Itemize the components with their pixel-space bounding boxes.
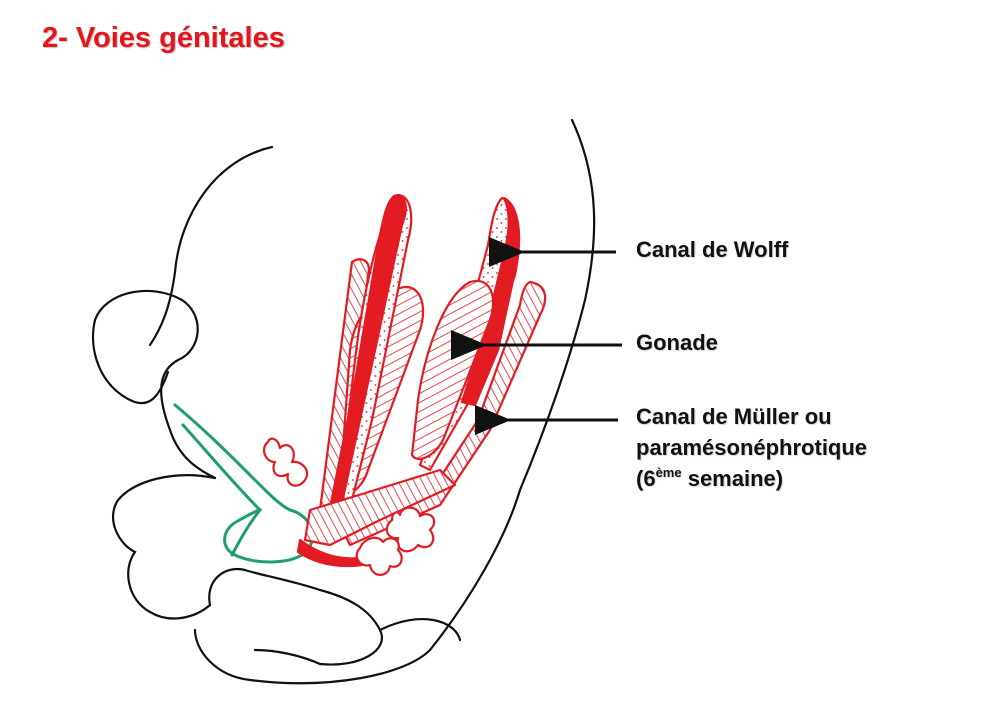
hindgut-tube bbox=[93, 289, 217, 480]
slide-title: 2- Voies génitales bbox=[42, 22, 285, 54]
body-contour-left bbox=[148, 145, 274, 347]
right-muller-duct bbox=[343, 280, 547, 547]
body-contour-right bbox=[193, 118, 596, 685]
cloaca-outline bbox=[112, 474, 217, 620]
pelvic-bud bbox=[253, 648, 322, 666]
sinus-inner bbox=[230, 508, 262, 557]
body-outline bbox=[91, 118, 596, 685]
lower-bulge bbox=[378, 618, 462, 642]
ureter-line-lower bbox=[181, 423, 262, 512]
annotation-arrows bbox=[451, 237, 622, 435]
label-muller-line2: paramésonéphrotique bbox=[636, 435, 868, 460]
ureter-line-upper bbox=[173, 403, 292, 512]
duct-convergence bbox=[303, 468, 457, 547]
label-canal-de-wolff: Canal de Wolff bbox=[636, 237, 789, 262]
genital-ducts bbox=[262, 193, 547, 576]
label-muller-superscript: ème bbox=[655, 465, 682, 480]
tubules-right bbox=[385, 506, 436, 553]
tubules-lower bbox=[355, 536, 403, 576]
label-canal-de-muller: Canal de Müller ou paramésonéphrotique (… bbox=[636, 401, 867, 494]
allantois-outline bbox=[208, 567, 383, 666]
sinus-outline bbox=[223, 508, 314, 564]
label-muller-line1: Canal de Müller ou bbox=[636, 404, 832, 429]
label-muller-line3: (6ème semaine) bbox=[636, 463, 867, 494]
label-gonade: Gonade bbox=[636, 330, 718, 355]
label-muller-open: (6 bbox=[636, 466, 656, 491]
label-muller-rest: semaine) bbox=[681, 466, 784, 491]
right-gonad bbox=[410, 279, 495, 460]
tubules-left bbox=[262, 437, 309, 487]
hindgut-opening bbox=[91, 318, 170, 405]
